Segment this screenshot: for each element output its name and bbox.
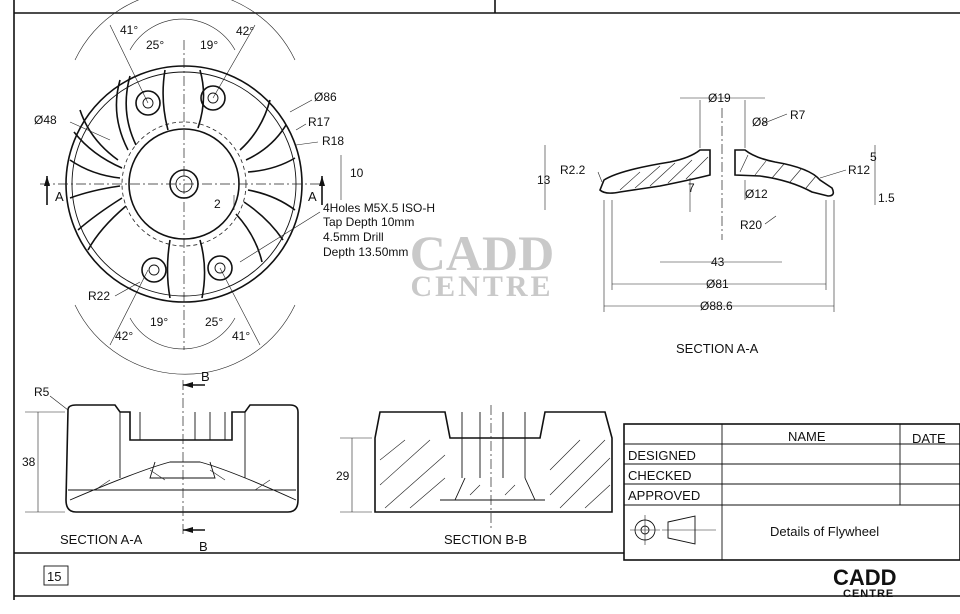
hole-note: 4Holes M5X.5 ISO-H Tap Depth 10mm 4.5mm … [323, 201, 435, 259]
section-bb: 29 SECTION B-B [336, 405, 613, 547]
dim-r2-2: R2.2 [560, 163, 586, 177]
dim-29: 29 [336, 469, 350, 483]
dim-outer-diameter: Ø86 [314, 90, 337, 104]
title-block: NAME DATE DESIGNED CHECKED APPROVED Deta… [623, 423, 960, 561]
section-aa-right-title: SECTION A-A [676, 341, 759, 356]
watermark-line1: CADD [410, 225, 554, 281]
title-col-name: NAME [788, 429, 826, 444]
angle-top-1: 41° [120, 23, 138, 37]
section-aa-right: Ø19 Ø8 R7 R2.2 13 7 Ø12 5 R12 1.5 R20 43… [537, 91, 895, 356]
drawing-title: Details of Flywheel [770, 524, 879, 539]
tapped-holes [135, 85, 233, 283]
section-bb-title: SECTION B-B [444, 532, 527, 547]
sheet-number-box: 15 [43, 565, 69, 586]
title-row-checked: CHECKED [628, 468, 692, 483]
angle-bottom-3: 25° [205, 315, 223, 329]
watermark: CADD CENTRE [410, 225, 554, 303]
angle-top-2: 25° [146, 38, 164, 52]
section-marker-left: A [55, 189, 64, 204]
dim-5: 5 [870, 150, 877, 164]
section-b-marker-bottom: B [199, 539, 208, 554]
dim-d12: Ø12 [745, 187, 768, 201]
dim-r5: R5 [34, 385, 50, 399]
dim-d81: Ø81 [706, 277, 729, 291]
sheet-number: 15 [47, 569, 61, 584]
title-row-approved: APPROVED [628, 488, 700, 503]
dim-r22: R22 [88, 289, 110, 303]
dim-r20: R20 [740, 218, 762, 232]
angle-top-4: 42° [236, 24, 254, 38]
section-marker-right: A [308, 189, 317, 204]
logo-line1: CADD [833, 565, 897, 590]
dim-d88-6: Ø88.6 [700, 299, 733, 313]
sheet-border [13, 0, 960, 600]
hole-note-line4: Depth 13.50mm [323, 245, 408, 259]
dim-hub-diameter: Ø48 [34, 113, 57, 127]
section-aa-bottom: B B R5 38 SECTION A-A [22, 369, 299, 554]
dim-r7: R7 [790, 108, 806, 122]
dim-r17: R17 [308, 115, 330, 129]
dim-38: 38 [22, 455, 36, 469]
dim-r18: R18 [322, 134, 344, 148]
dim-1-5: 1.5 [878, 191, 895, 205]
dim-10: 10 [350, 166, 364, 180]
hole-note-line2: Tap Depth 10mm [323, 215, 414, 229]
dim-2: 2 [214, 197, 221, 211]
dim-d19: Ø19 [708, 91, 731, 105]
section-aa-bottom-title: SECTION A-A [60, 532, 143, 547]
angle-bottom-1: 42° [115, 329, 133, 343]
title-row-designed: DESIGNED [628, 448, 696, 463]
projection-symbol-icon [630, 515, 716, 545]
top-view: A A 41° 25° 19° 42° 42° 19° 25° 41° Ø86 … [34, 0, 435, 375]
logo-line2: CENTRE [843, 588, 894, 600]
watermark-line2: CENTRE [410, 270, 553, 303]
hole-note-line3: 4.5mm Drill [323, 230, 384, 244]
dim-d8: Ø8 [752, 115, 768, 129]
section-b-marker-top: B [201, 369, 210, 384]
dim-43: 43 [711, 255, 725, 269]
cadd-centre-logo: CADD CENTRE [833, 565, 897, 600]
dim-13: 13 [537, 173, 551, 187]
hole-note-line1: 4Holes M5X.5 ISO-H [323, 201, 435, 215]
title-col-date: DATE [912, 431, 946, 446]
angle-bottom-4: 41° [232, 329, 250, 343]
dim-r12: R12 [848, 163, 870, 177]
dim-7: 7 [688, 181, 695, 195]
angle-top-3: 19° [200, 38, 218, 52]
angle-bottom-2: 19° [150, 315, 168, 329]
